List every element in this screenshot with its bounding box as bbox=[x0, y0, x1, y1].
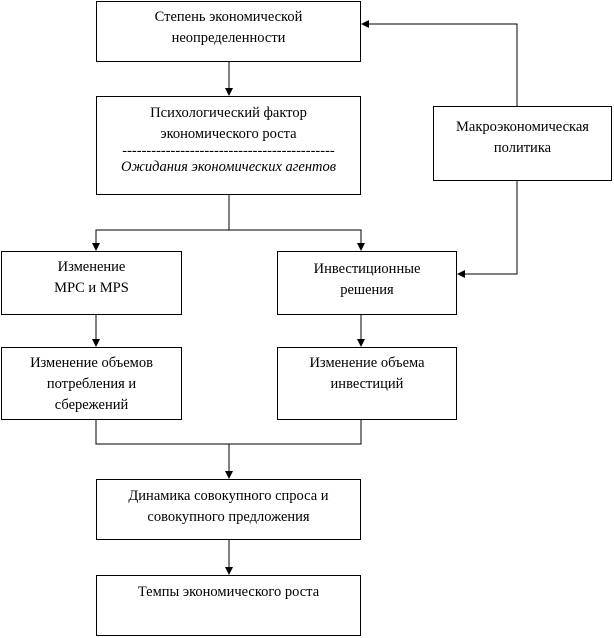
box-mpc-mps-change: Изменение MPC и MPS bbox=[1, 251, 182, 315]
box-line: неопределенности bbox=[171, 30, 286, 46]
box-line: Динамика совокупного спроса и bbox=[128, 488, 329, 504]
box-psychological-factor: Психологический фактор экономического ро… bbox=[96, 96, 361, 195]
box-line: Макроэкономическая bbox=[456, 119, 589, 135]
box-line: инвестиций bbox=[330, 376, 404, 392]
box-growth-rates: Темпы экономического роста bbox=[96, 575, 361, 636]
box-macroeconomic-policy: Макроэкономическая политика bbox=[433, 106, 612, 181]
box-consumption-savings-change: Изменение объемов потребления и сбережен… bbox=[1, 347, 182, 420]
box-line: Изменение объема bbox=[309, 355, 425, 371]
box-line: экономического роста bbox=[160, 126, 297, 142]
connector-merge bbox=[95, 420, 362, 445]
box-investment-decisions: Инвестиционные решения bbox=[277, 251, 457, 315]
arrow-macro-to-investment bbox=[457, 181, 518, 278]
box-line: Изменение bbox=[57, 259, 126, 275]
box-aggregate-dynamics: Динамика совокупного спроса и совокупног… bbox=[96, 479, 361, 540]
dashed-separator: ----------------------------------------… bbox=[122, 145, 335, 157]
arrow-psych-to-investment bbox=[229, 229, 365, 251]
box-line: потребления и bbox=[46, 376, 137, 392]
box-line: решения bbox=[340, 282, 394, 298]
box-economic-uncertainty: Степень экономической неопределенности bbox=[96, 1, 361, 62]
box-line: MPC и MPS bbox=[54, 280, 129, 296]
box-investment-volume-change: Изменение объема инвестиций bbox=[277, 347, 457, 420]
box-line: сбережений bbox=[54, 397, 129, 413]
arrow-psych-to-mpc bbox=[92, 229, 229, 251]
box-line: совокупного предложения bbox=[147, 509, 310, 525]
box-line: Инвестиционные bbox=[313, 261, 421, 277]
box-line: Степень экономической bbox=[154, 9, 303, 25]
arrow-macro-to-uncertainty bbox=[361, 20, 518, 106]
box-line: Темпы экономического роста bbox=[137, 584, 320, 600]
box-line: Психологический фактор bbox=[150, 105, 307, 121]
box-line: политика bbox=[493, 140, 552, 156]
box-italic-line: Ожидания экономических агентов bbox=[120, 159, 337, 175]
box-line: Изменение объемов bbox=[30, 355, 153, 371]
